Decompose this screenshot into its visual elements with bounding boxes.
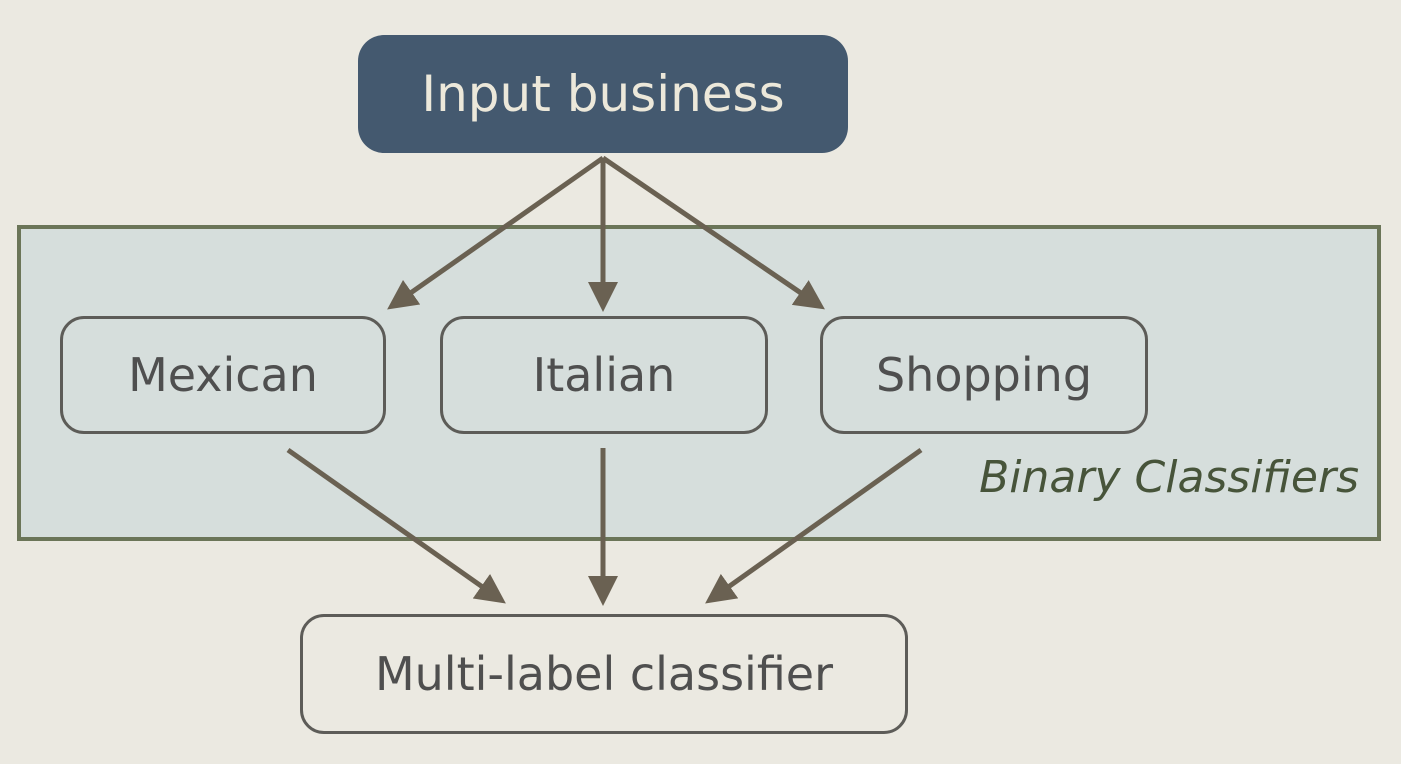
multi-label-classifier-label: Multi-label classifier <box>374 647 834 701</box>
input-business-label: Input business <box>421 65 785 123</box>
arrow-input-to-mexican <box>387 155 605 310</box>
arrow-input-to-shopping <box>601 155 825 310</box>
mexican-label: Mexican <box>128 348 318 402</box>
arrow-shopping-to-multi <box>705 447 923 604</box>
arrow-mexican-to-multi <box>286 447 506 604</box>
binary-classifiers-group <box>17 225 1381 541</box>
input-business-node: Input business <box>358 35 848 153</box>
shopping-classifier-node: Shopping <box>820 316 1148 434</box>
shopping-label: Shopping <box>875 348 1093 402</box>
italian-label: Italian <box>532 348 676 402</box>
mexican-classifier-node: Mexican <box>60 316 386 434</box>
italian-classifier-node: Italian <box>440 316 768 434</box>
binary-classifiers-label: Binary Classifiers <box>979 452 1359 503</box>
multi-label-classifier-node: Multi-label classifier <box>300 614 908 734</box>
